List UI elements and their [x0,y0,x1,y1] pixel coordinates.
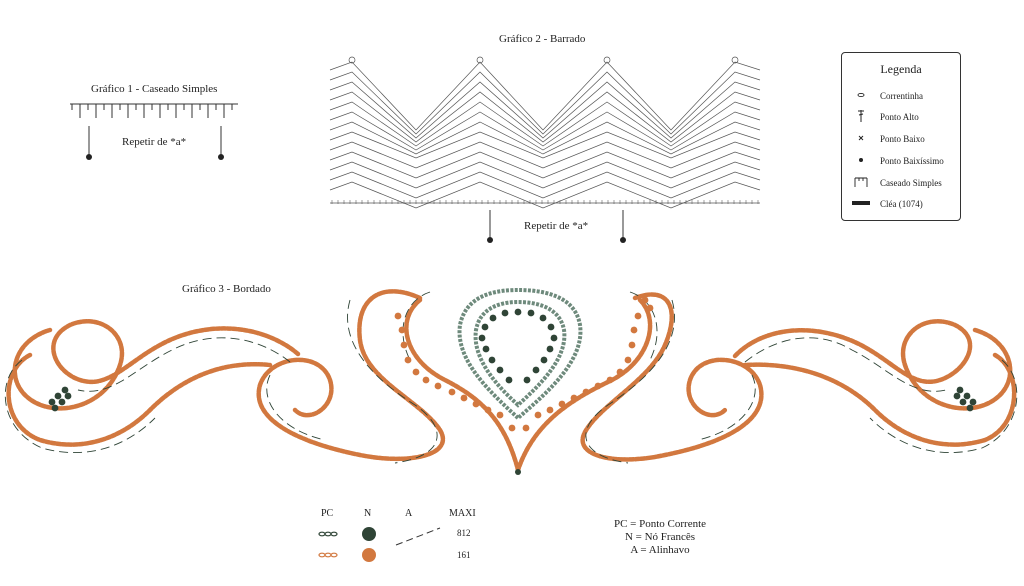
right-mid-spiral [580,292,764,462]
key-header-a: A [405,508,413,519]
legend-item-label: Ponto Alto [880,112,919,122]
key-header-maxi: MAXI [449,508,476,519]
single-crochet-icon [858,135,864,141]
legend-item-label: Cléa (1074) [880,199,923,209]
chart1-repeat-note: Repetir de *a* [122,136,187,148]
legend-item-label: Ponto Baixo [880,134,925,144]
left-inner-scroll [6,352,273,447]
chart2-repeat-note: Repetir de *a* [524,220,589,232]
chart2-title: Gráfico 2 - Barrado [499,33,586,45]
legend-item-label: Correntinha [880,91,923,101]
legend-item-label: Ponto Baixíssimo [880,156,944,166]
chart1-blanket-stitch-row [70,103,238,155]
chart2-chevron-border [329,56,761,209]
right-inner-scroll [742,352,1017,447]
legend-panel: Legenda Correntinha Ponto Alto Ponto Bai… [841,52,961,221]
blanket-stitch-icon [854,177,868,187]
abbreviation-a: A = Alinhavo [630,544,690,556]
teardrop-outer [457,287,583,421]
key-code-dark: 812 [457,528,471,538]
slip-stitch-icon [859,158,863,162]
key-code-orange: 161 [457,550,471,560]
center-bottom-dot [515,469,521,475]
abbreviation-n: N = Nó Francês [624,531,696,543]
center-left-sweep [404,297,521,473]
left-mid-spiral [256,289,446,462]
key-header-pc: PC [321,508,334,519]
chart3-embroidery [4,287,1018,475]
legend-item-label: Caseado Simples [880,178,942,188]
repeat-start-marker-2 [487,237,493,243]
chart3-title: Gráfico 3 - Bordado [182,283,271,295]
chain-stitch-icon [857,92,865,98]
right-outer-scroll [732,319,1013,411]
repeat-end-marker-2 [620,237,626,243]
key-header-n: N [364,508,372,519]
left-outer-scroll [12,319,301,411]
chart1-title: Gráfico 1 - Caseado Simples [91,83,218,95]
double-crochet-icon [858,110,864,122]
thread-swatch-icon [852,201,870,205]
abbreviation-pc: PC = Ponto Corrente [613,518,707,530]
legend-title: Legenda [880,62,922,76]
repeat-start-marker [86,154,92,160]
repeat-end-marker [218,154,224,160]
teardrop-inner [473,299,567,408]
